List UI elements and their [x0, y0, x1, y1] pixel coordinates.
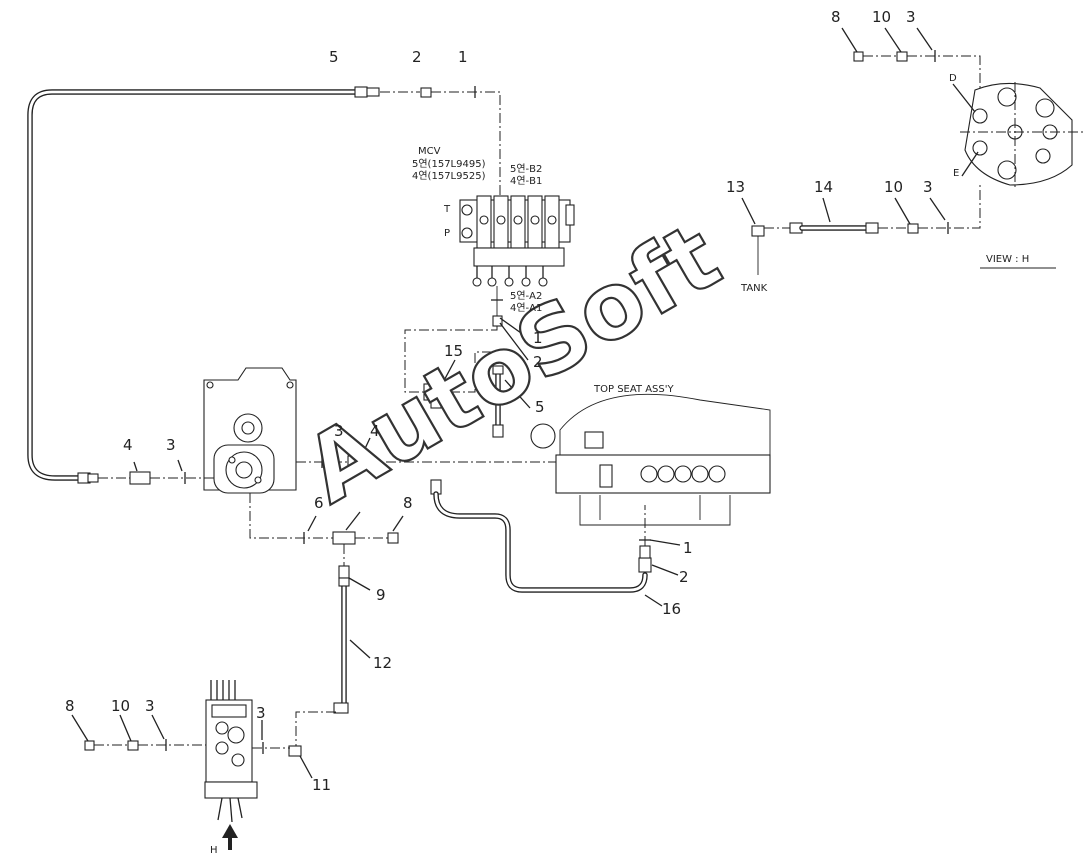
hose-5-loop	[27, 86, 380, 484]
tank-label: TANK	[740, 283, 768, 294]
port-a1-label: 4연-A1	[510, 302, 542, 314]
hose-16	[430, 479, 681, 607]
callout-3: 3	[334, 422, 344, 440]
lower-tee-line	[249, 493, 404, 545]
callout-2: 2	[679, 568, 689, 586]
callout-9: 9	[376, 586, 386, 604]
port-d-label: D	[949, 73, 957, 84]
port-b1-label: 4연-B1	[510, 175, 542, 187]
tee-15	[423, 351, 531, 438]
callout-3: 3	[923, 178, 933, 196]
pump-left-line	[98, 459, 214, 485]
top-line	[380, 86, 501, 200]
callout-4: 4	[370, 422, 380, 440]
callout-12: 12	[373, 654, 392, 672]
mcv-4-label: 4연(157L9525)	[412, 170, 486, 182]
callout-5: 5	[329, 48, 339, 66]
callout-15: 15	[444, 342, 463, 360]
callout-1: 1	[458, 48, 468, 66]
callout-3: 3	[145, 697, 155, 715]
callout-6: 6	[314, 494, 324, 512]
callout-8: 8	[403, 494, 413, 512]
tank-line	[741, 185, 981, 275]
joystick-valve	[204, 680, 290, 823]
mcv-5-label: 5연(157L9495)	[412, 158, 486, 170]
callout-13: 13	[726, 178, 745, 196]
callout-8: 8	[831, 8, 841, 26]
callout-14: 14	[814, 178, 833, 196]
mcv-label: MCV	[418, 146, 441, 157]
callout-1: 1	[533, 329, 543, 347]
callout-4: 4	[123, 436, 133, 454]
hose-12	[288, 544, 371, 779]
callout-10: 10	[884, 178, 903, 196]
callout-5: 5	[535, 398, 545, 416]
port-p-label: P	[444, 228, 450, 239]
callout-10: 10	[872, 8, 891, 26]
arrow-h-label: H	[210, 845, 218, 856]
callout-3: 3	[166, 436, 176, 454]
callout-16: 16	[662, 600, 681, 618]
callout-10: 10	[111, 697, 130, 715]
mcv-valve	[459, 195, 575, 287]
view-h-arrow	[222, 824, 238, 850]
callout-3: 3	[906, 8, 916, 26]
callout-3: 3	[256, 704, 266, 722]
bottom-left-fittings	[71, 714, 206, 751]
callout-11: 11	[312, 776, 331, 794]
port-t-label: T	[443, 204, 451, 215]
callout-2: 2	[533, 353, 543, 371]
seat-assembly	[530, 393, 771, 526]
port-e-label: E	[953, 168, 959, 179]
port-a2-label: 5연-A2	[510, 290, 542, 302]
seat-label: TOP SEAT ASS'Y	[593, 384, 674, 395]
top-right-fittings	[841, 27, 981, 90]
view-h-detail	[952, 82, 1085, 190]
callout-2: 2	[412, 48, 422, 66]
view-h-label: VIEW : H	[986, 254, 1029, 265]
callout-1: 1	[683, 539, 693, 557]
callout-8: 8	[65, 697, 75, 715]
pump-unit	[203, 367, 297, 494]
mcv-down-line	[404, 286, 529, 393]
port-b2-label: 5연-B2	[510, 163, 542, 175]
pump-right-line	[296, 437, 548, 469]
